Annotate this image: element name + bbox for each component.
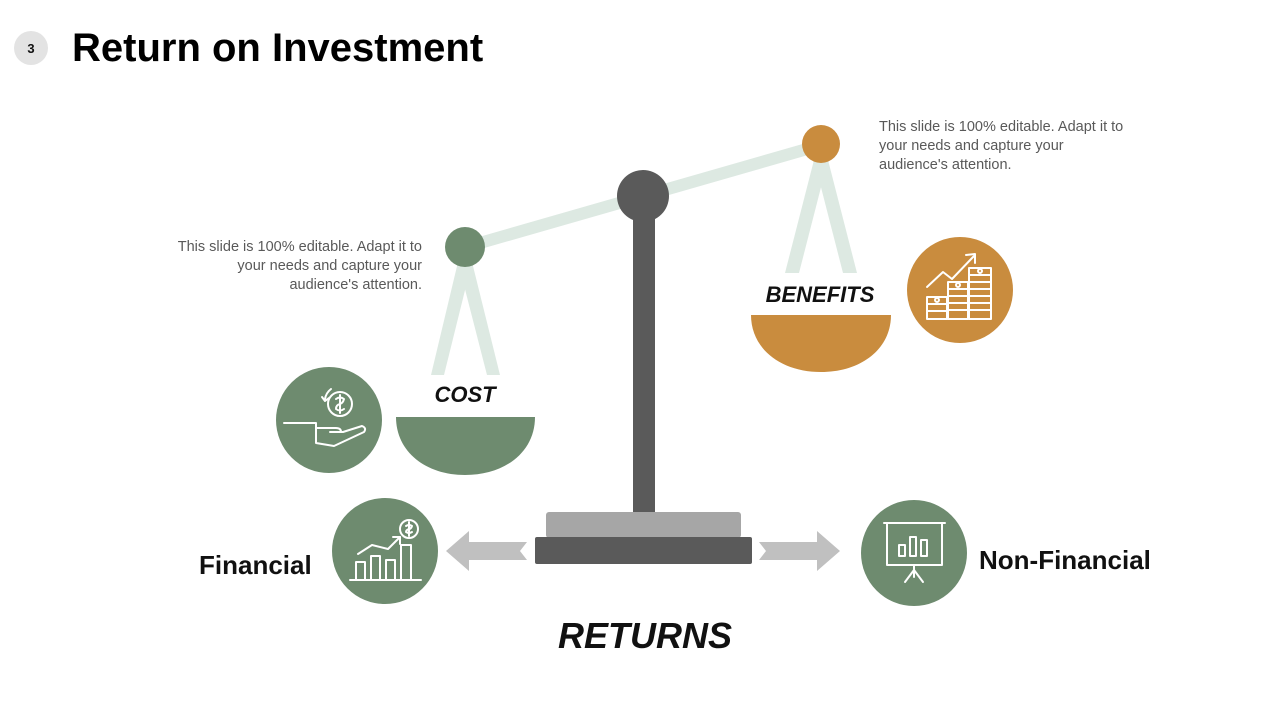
bar-chart-dollar-icon bbox=[332, 498, 438, 604]
slide-title: Return on Investment bbox=[72, 26, 484, 70]
financial-label: Financial bbox=[199, 550, 312, 580]
left-arrow bbox=[446, 531, 527, 571]
scale-pillar bbox=[633, 200, 655, 516]
right-arrow bbox=[759, 531, 840, 571]
left-pan-strings bbox=[431, 262, 472, 375]
benefits-label: BENEFITS bbox=[765, 282, 875, 307]
cost-description: This slide is 100% editable. Adapt it to… bbox=[177, 239, 422, 293]
page-number-badge: 3 bbox=[14, 31, 48, 65]
money-growth-icon bbox=[907, 237, 1013, 343]
scale-base-top bbox=[546, 512, 741, 538]
left-pan-string-right bbox=[458, 262, 500, 375]
scale-pivot bbox=[617, 170, 669, 222]
right-pan-strings bbox=[785, 160, 828, 273]
benefits-description: This slide is 100% editable. Adapt it to… bbox=[879, 119, 1124, 173]
left-beam-knob bbox=[445, 227, 485, 267]
right-pan-string-right bbox=[814, 160, 857, 273]
hand-coin-icon bbox=[276, 367, 382, 473]
scale-base-bottom bbox=[535, 537, 752, 564]
cost-label: COST bbox=[434, 382, 496, 407]
right-beam-knob bbox=[802, 125, 840, 163]
presentation-board-icon bbox=[861, 500, 967, 606]
returns-label: RETURNS bbox=[557, 615, 732, 656]
non-financial-label: Non-Financial bbox=[979, 545, 1151, 575]
cost-pan bbox=[396, 417, 535, 475]
benefits-pan bbox=[751, 315, 891, 372]
